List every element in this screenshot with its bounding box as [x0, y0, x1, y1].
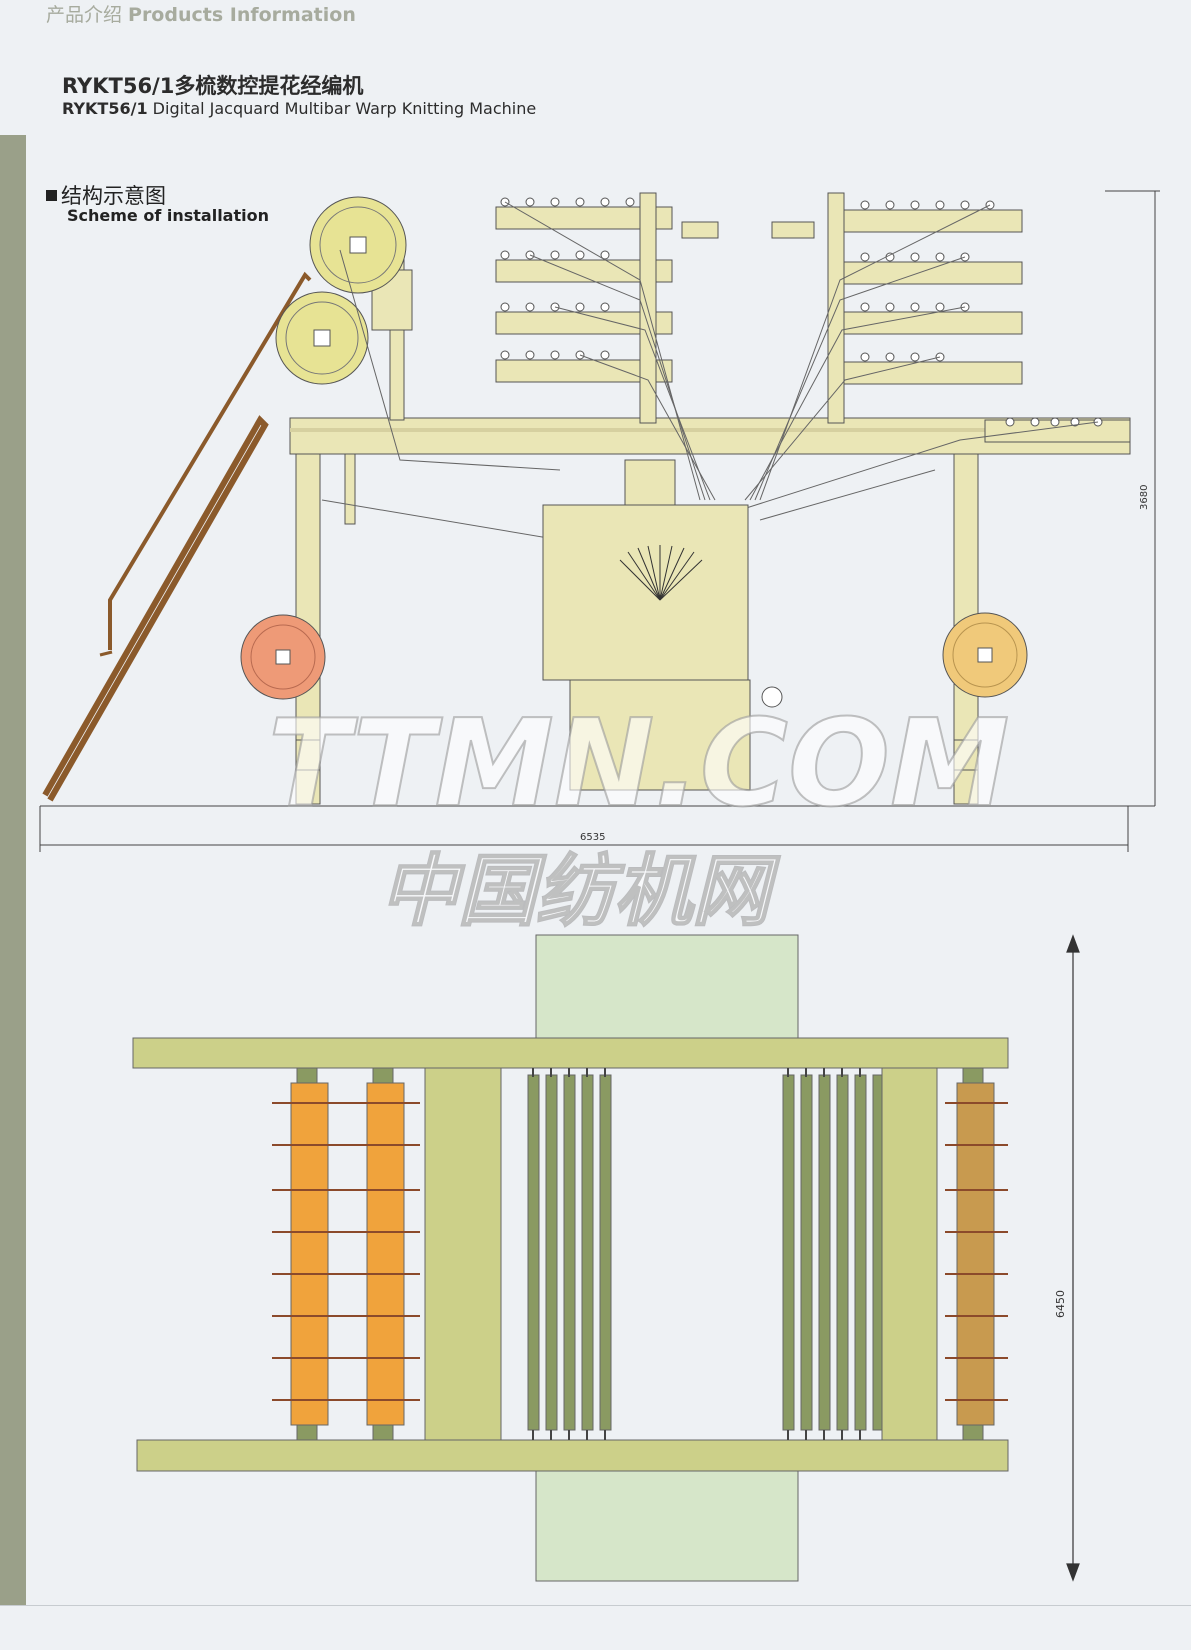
guide-bars-right — [782, 1074, 883, 1431]
depth-dim — [1066, 934, 1080, 1582]
guide-bars-left — [527, 1074, 612, 1431]
width-dim-label: 6535 — [580, 832, 605, 843]
left-strut — [344, 453, 356, 525]
center-column-left — [424, 1067, 502, 1441]
watermark-latin: TTMN.COM — [268, 695, 1009, 834]
page-bottom-rule — [0, 1605, 1191, 1606]
guide-bar-pulleys — [500, 197, 1103, 427]
plan-warp-beam-1 — [290, 1067, 329, 1441]
warp-beam-left — [240, 614, 326, 700]
bottom-rail — [136, 1439, 1009, 1472]
left-foot — [295, 739, 321, 771]
knitting-head — [542, 504, 749, 681]
watermark-cn: 中国纺机网 — [380, 847, 781, 937]
yarn-lines — [321, 201, 1099, 541]
bar-stubs — [532, 1068, 861, 1440]
top-rail — [132, 1037, 1009, 1069]
guide-bar-fan-left — [495, 192, 719, 424]
machine-base — [569, 679, 751, 791]
bottom-platform — [535, 1470, 799, 1582]
depth-dim-label: 6450 — [1054, 1290, 1067, 1318]
needle-bar-housing — [624, 459, 676, 506]
drive-pulley — [761, 686, 783, 708]
section-label-cn: 结构示意图 — [61, 184, 166, 208]
product-title-en: RYKT56/1 Digital Jacquard Multibar Warp … — [62, 99, 536, 118]
center-column-right — [881, 1067, 938, 1441]
header-cn: 产品介绍 — [46, 4, 123, 26]
section-title-en: Scheme of installation — [67, 206, 269, 225]
plan-warp-beam-2 — [366, 1067, 405, 1441]
bullet-square-icon — [46, 190, 57, 201]
height-dim-label: 3680 — [1139, 485, 1150, 510]
plan-warp-beam-3 — [956, 1067, 995, 1441]
product-title-cn: RYKT56/1多梳数控提花经编机 — [62, 74, 364, 98]
plan-view — [132, 934, 1009, 1582]
beam-flanges — [272, 1102, 1008, 1401]
top-platform — [535, 934, 799, 1039]
guide-bar-fan-right — [771, 192, 1131, 443]
pattern-wheel-bottom — [275, 291, 369, 385]
warp-beam-right — [942, 612, 1028, 698]
side-elevation — [42, 192, 1131, 805]
guide-needle-fan — [619, 545, 703, 601]
sidebar-strip — [0, 135, 26, 1605]
side-dimensions — [39, 190, 1160, 852]
product-name-en: Digital Jacquard Multibar Warp Knitting … — [147, 99, 537, 118]
right-foot — [953, 739, 979, 771]
pattern-wheel-top — [309, 196, 407, 294]
product-model: RYKT56/1 — [62, 99, 148, 118]
header-en: Products Information — [128, 4, 356, 26]
section-title-cn: 结构示意图 — [46, 180, 166, 210]
ladder — [42, 271, 312, 802]
